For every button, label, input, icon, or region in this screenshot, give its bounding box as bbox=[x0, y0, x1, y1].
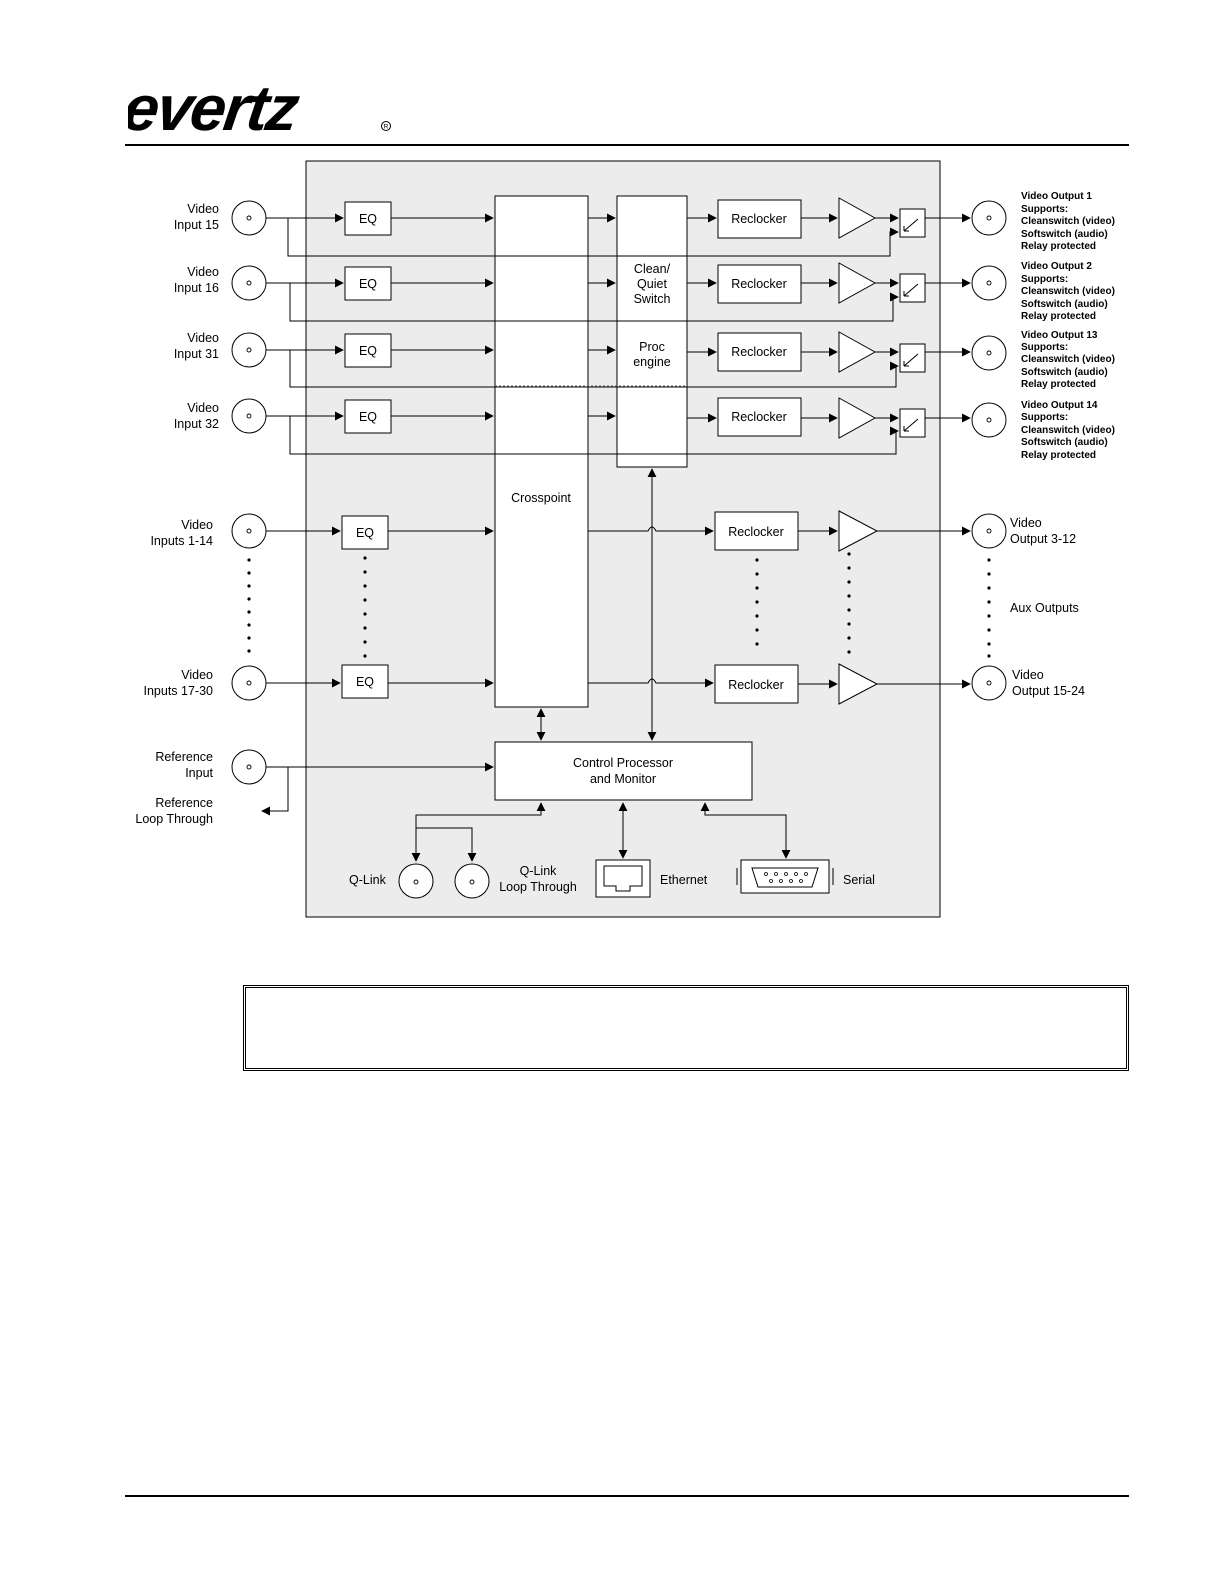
amplifier-icons bbox=[838, 197, 879, 705]
reclocker-blocks bbox=[714, 199, 802, 704]
input-label: Input 32 bbox=[174, 417, 219, 431]
reference-input-label: Reference bbox=[155, 750, 213, 764]
aux-output-label: Output 3-12 bbox=[1010, 532, 1076, 546]
reclocker-label: Reclocker bbox=[731, 212, 787, 226]
clean-switch-label: Quiet bbox=[637, 277, 667, 291]
output-detail: Softswitch (audio) bbox=[1021, 437, 1108, 448]
footer-rule bbox=[125, 1495, 1129, 1497]
input-label: Video bbox=[187, 202, 219, 216]
input-label: Video bbox=[181, 668, 213, 682]
output-detail: Relay protected bbox=[1021, 311, 1096, 322]
input-label: Video bbox=[187, 331, 219, 345]
bnc-connector-icons bbox=[231, 200, 1007, 899]
reference-input-label: Input bbox=[185, 766, 213, 780]
aux-output-label: Output 15-24 bbox=[1012, 684, 1085, 698]
clean-switch-label: Switch bbox=[634, 292, 671, 306]
evertz-logo: evertz R bbox=[128, 78, 391, 140]
input-label: Input 16 bbox=[174, 281, 219, 295]
clean-switch-label: Clean/ bbox=[634, 262, 671, 276]
ethernet-label: Ethernet bbox=[660, 873, 708, 887]
output-detail: Relay protected bbox=[1021, 450, 1096, 461]
svg-text:R: R bbox=[384, 124, 389, 131]
reference-loop-label: Reference bbox=[155, 796, 213, 810]
control-processor-block bbox=[494, 741, 753, 801]
reclocker-label: Reclocker bbox=[731, 345, 787, 359]
crosspoint-label: Crosspoint bbox=[511, 491, 571, 505]
output-detail: Softswitch (audio) bbox=[1021, 367, 1108, 378]
aux-output-label: Video bbox=[1012, 668, 1044, 682]
reclocker-label: Reclocker bbox=[731, 277, 787, 291]
qlink-loop-label: Q-Link bbox=[520, 864, 558, 878]
output-detail: Relay protected bbox=[1021, 241, 1096, 252]
relay-icons bbox=[899, 208, 926, 438]
reclocker-label: Reclocker bbox=[728, 525, 784, 539]
input-label: Video bbox=[181, 518, 213, 532]
proc-engine-label: engine bbox=[633, 355, 671, 369]
block-diagram: Video Input 15 Video Input 16 Video Inpu… bbox=[135, 160, 1115, 918]
proc-engine-label: Proc bbox=[639, 340, 665, 354]
eq-label: EQ bbox=[359, 212, 377, 226]
input-label: Input 31 bbox=[174, 347, 219, 361]
output-title: Video Output 2 bbox=[1021, 261, 1092, 272]
ethernet-port-icon bbox=[595, 859, 651, 898]
input-label: Input 15 bbox=[174, 218, 219, 232]
output-detail: Supports: bbox=[1021, 274, 1068, 285]
input-label: Inputs 17-30 bbox=[144, 684, 214, 698]
output-detail: Softswitch (audio) bbox=[1021, 229, 1108, 240]
reclocker-label: Reclocker bbox=[731, 410, 787, 424]
logo-wordmark: evertz bbox=[128, 78, 304, 140]
eq-label: EQ bbox=[356, 675, 374, 689]
reclocker-label: Reclocker bbox=[728, 678, 784, 692]
input-label: Video bbox=[187, 401, 219, 415]
reference-loop-label: Loop Through bbox=[135, 812, 213, 826]
control-processor-label: Control Processor bbox=[573, 756, 673, 770]
eq-label: EQ bbox=[359, 277, 377, 291]
output-detail: Cleanswitch (video) bbox=[1021, 354, 1115, 365]
qlink-label: Q-Link bbox=[349, 873, 387, 887]
clean-switch-block bbox=[616, 195, 688, 468]
input-label: Video bbox=[187, 265, 219, 279]
output-detail: Softswitch (audio) bbox=[1021, 299, 1108, 310]
qlink-loop-label: Loop Through bbox=[499, 880, 577, 894]
output-title: Video Output 1 bbox=[1021, 191, 1092, 202]
control-processor-label: and Monitor bbox=[590, 772, 656, 786]
output-detail: Relay protected bbox=[1021, 379, 1096, 390]
input-label: Inputs 1-14 bbox=[150, 534, 213, 548]
output-title: Video Output 14 bbox=[1021, 400, 1098, 411]
caption-box bbox=[243, 985, 1129, 1071]
eq-label: EQ bbox=[359, 410, 377, 424]
output-detail: Cleanswitch (video) bbox=[1021, 216, 1115, 227]
crosspoint-block bbox=[494, 195, 589, 708]
eq-label: EQ bbox=[356, 526, 374, 540]
aux-outputs-label: Aux Outputs bbox=[1010, 601, 1079, 615]
output-detail: Supports: bbox=[1021, 342, 1068, 353]
output-detail: Supports: bbox=[1021, 204, 1068, 215]
serial-label: Serial bbox=[843, 873, 875, 887]
header-rule bbox=[125, 144, 1129, 146]
eq-label: EQ bbox=[359, 344, 377, 358]
output-detail: Cleanswitch (video) bbox=[1021, 286, 1115, 297]
eq-blocks bbox=[341, 201, 392, 699]
aux-output-label: Video bbox=[1010, 516, 1042, 530]
output-title: Video Output 13 bbox=[1021, 330, 1098, 341]
serial-port-icon bbox=[736, 859, 834, 894]
output-detail: Cleanswitch (video) bbox=[1021, 425, 1115, 436]
output-detail: Supports: bbox=[1021, 412, 1068, 423]
